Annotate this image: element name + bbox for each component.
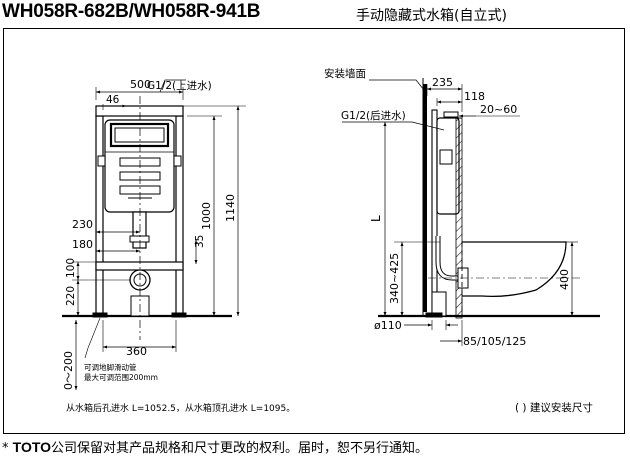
- inlet-top-label: G1/2(上进水): [147, 80, 212, 92]
- dim-dia-110: ø110: [374, 319, 402, 332]
- legend-note: ( ) 建议安装尺寸: [515, 401, 593, 414]
- dim-400: 400: [558, 269, 571, 290]
- dim-100: 100: [65, 258, 77, 278]
- dim-118: 118: [464, 90, 485, 103]
- dim-L: L: [369, 215, 383, 222]
- footer-disclaimer: * TOTO公司保留对其产品规格和尺寸更改的权利。届时，恕不另行通知。: [2, 437, 428, 456]
- dim-35: 35: [194, 235, 206, 248]
- dim-1140: 1140: [224, 194, 237, 222]
- dim-0-200: 0～200: [62, 351, 75, 390]
- dim-230: 230: [72, 218, 93, 231]
- footer-bullet: *: [2, 441, 9, 456]
- dim-235: 235: [432, 76, 453, 89]
- dim-85-105-125: 85/105/125: [463, 335, 526, 348]
- dim-180: 180: [72, 238, 93, 251]
- dim-500: 500: [130, 78, 151, 91]
- front-view: [62, 79, 246, 390]
- note-adjust-range: 最大可调范围200mm: [84, 372, 158, 382]
- dim-20-60: 20~60: [480, 103, 517, 116]
- model-title: WH058R-682B/WH058R-941B: [2, 1, 261, 22]
- brand-name: TOTO: [12, 439, 52, 455]
- inlet-length-note: 从水箱后孔进水 L=1052.5，从水箱顶孔进水 L=1095。: [66, 402, 295, 414]
- inlet-back-label: G1/2(后进水): [341, 110, 406, 122]
- dim-340-425: 340~425: [388, 253, 401, 304]
- note-slide-tube: 可调地脚滑动管: [84, 362, 137, 372]
- product-name: 手动隐藏式水箱(自立式): [356, 8, 507, 24]
- wall-label: 安装墙面: [324, 67, 366, 80]
- dim-1000: 1000: [200, 202, 213, 230]
- dim-46: 46: [106, 94, 120, 106]
- dim-220: 220: [65, 286, 77, 306]
- drawing-frame: [3, 28, 625, 434]
- dim-360: 360: [126, 345, 147, 358]
- side-view: [342, 78, 600, 346]
- footer-text: 公司保留对其产品规格和尺寸更改的权利。届时，恕不另行通知。: [51, 441, 429, 456]
